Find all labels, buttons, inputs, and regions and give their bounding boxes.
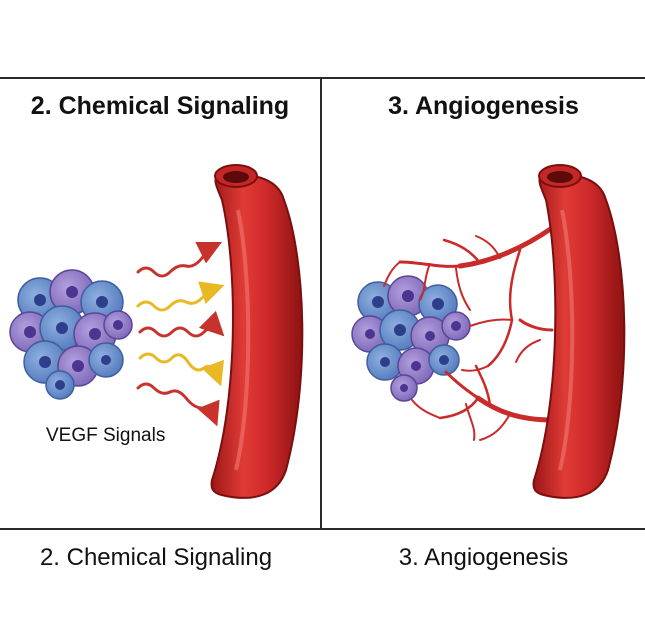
panel-divider [320, 77, 322, 530]
vegf-signal-arrow [136, 382, 220, 427]
tumor-cell [390, 374, 418, 402]
panel-bottom-border [0, 528, 645, 530]
tumor-cell [45, 370, 75, 400]
tumor-cell [428, 344, 460, 376]
panel-2-caption: 2. Chemical Signaling [39, 544, 273, 571]
tumor-cell-cluster-left [9, 269, 133, 400]
blood-vessel-right [532, 164, 626, 499]
vegf-signal-arrow [136, 241, 223, 278]
panel-2-title: 2. Chemical Signaling [30, 92, 290, 120]
tumor-cell [351, 315, 389, 353]
new-capillary-network [383, 225, 555, 441]
panel-top-border [0, 77, 645, 79]
vegf-signal-arrow [138, 352, 224, 387]
tumor-cell [379, 309, 421, 351]
vegf-signal-arrow [138, 310, 225, 338]
vegf-signal-arrows [136, 241, 225, 427]
tumor-cell-cluster-right [351, 275, 471, 402]
vegf-signal-arrow [136, 281, 225, 312]
tumor-cell [103, 310, 133, 340]
tumor-cell [366, 343, 404, 381]
blood-vessel-left [210, 164, 304, 499]
vegf-signals-label: VEGF Signals [46, 425, 166, 446]
panel-3-title: 3. Angiogenesis [388, 92, 579, 120]
tumor-cell [441, 311, 471, 341]
panel-3-caption: 3. Angiogenesis [398, 544, 569, 571]
tumor-cell [88, 342, 124, 378]
